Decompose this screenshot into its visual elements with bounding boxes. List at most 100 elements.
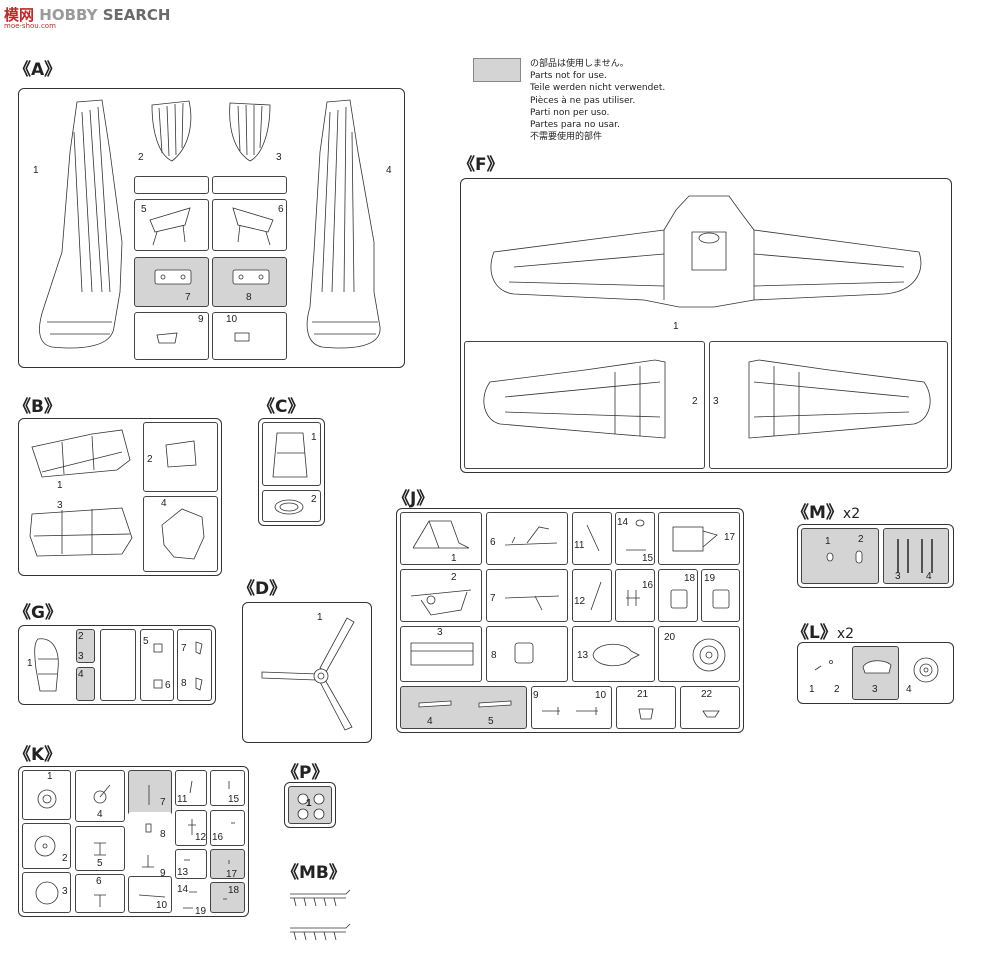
fuselage-right-drawing (306, 99, 381, 349)
part-p1 (288, 786, 332, 824)
part-k4-drawing (93, 784, 111, 804)
section-m-label: 《M》 (792, 503, 843, 523)
part-j2-number: 2 (451, 572, 457, 583)
part-m2-number: 2 (858, 534, 864, 545)
part-f3 (709, 341, 948, 469)
part-k1 (22, 770, 71, 820)
part-f3-number: 3 (713, 396, 719, 407)
part-a3 (212, 93, 287, 168)
part-j12-drawing (590, 581, 602, 611)
part-k13-drawing (184, 859, 190, 861)
part-k3-drawing (35, 881, 59, 905)
part-a8-number: 8 (246, 292, 252, 303)
part-k10-drawing (138, 894, 166, 898)
part-j17-drawing (672, 526, 718, 552)
part-j17 (658, 512, 740, 565)
part-c1 (262, 422, 321, 486)
section-l-title: 《L》x2 (792, 618, 854, 643)
section-p-title: 《P》 (282, 763, 329, 783)
elevator-left-drawing (151, 100, 192, 162)
part-j10-number: 10 (595, 690, 607, 701)
part-k18 (210, 882, 245, 913)
part-c2-number: 2 (311, 494, 317, 505)
part-g2-g3 (76, 629, 95, 663)
part-m1-number: 1 (825, 536, 831, 547)
part-k11 (175, 770, 207, 806)
watermark-search: SEARCH (102, 6, 171, 24)
section-m-title: 《M》x2 (792, 498, 860, 523)
part-j6-drawing (504, 526, 558, 546)
part-m3-m4 (883, 528, 949, 584)
watermark-logo: 模网 HOBBY SEARCH (4, 4, 171, 25)
part-k9 (128, 847, 172, 875)
part-k9-drawing (142, 855, 154, 868)
part-j8-drawing (514, 642, 534, 664)
part-k12-number: 12 (195, 832, 207, 843)
section-g-title: 《G》 (14, 603, 62, 623)
part-j13-number: 13 (577, 650, 589, 661)
section-j-title: 《J》 (393, 489, 434, 509)
part-k5-number: 5 (97, 858, 103, 869)
part-k5-drawing (94, 842, 106, 856)
part-j3 (400, 626, 482, 682)
part-a1 (22, 92, 129, 364)
part-j20-number: 20 (664, 632, 676, 643)
section-l-label: 《L》 (792, 623, 837, 643)
part-k9-number: 9 (160, 868, 166, 879)
part-g1-number: 1 (27, 658, 33, 669)
wheel-drawing (913, 657, 939, 683)
part-a9-number: 9 (198, 314, 204, 325)
part-j13 (572, 626, 655, 682)
legend-text: の部品は使用しません。 Parts not for use. Teile wer… (530, 58, 665, 143)
part-a5-number: 5 (141, 204, 147, 215)
part-a6 (212, 199, 287, 251)
part-g5-g6-drawing (153, 643, 163, 689)
part-j14-j15-drawing (626, 519, 646, 551)
part-k6-number: 6 (96, 876, 102, 887)
legend-swatch (473, 58, 521, 82)
part-j4-number: 4 (427, 716, 433, 727)
part-l1-l2-drawing (814, 660, 833, 671)
part-a10 (212, 312, 287, 360)
part-a5 (134, 199, 209, 251)
part-g2-number: 2 (78, 631, 84, 642)
part-k18-drawing (223, 898, 227, 900)
part-j19-drawing (712, 589, 730, 609)
part-a7 (134, 257, 209, 307)
part-a7-number: 7 (185, 292, 191, 303)
part-k15-drawing (228, 781, 230, 789)
part-j22 (680, 686, 740, 729)
part-b2-number: 2 (147, 454, 153, 465)
part-f2 (464, 341, 705, 469)
part-b4-drawing (161, 508, 205, 560)
part-k8-number: 8 (160, 829, 166, 840)
part-k6 (75, 874, 125, 913)
part-a4 (292, 92, 400, 364)
part-k6-drawing (94, 894, 106, 907)
part-m3-number: 3 (895, 571, 901, 582)
part-l3 (852, 646, 899, 700)
part-l1-number: 1 (809, 684, 815, 695)
part-l3-number: 3 (872, 684, 878, 695)
legend-line-es: Partes para no usar. (530, 120, 620, 131)
part-l4 (902, 646, 950, 700)
part-j18-drawing (670, 589, 688, 609)
part-k8 (128, 812, 172, 846)
part-a2-number: 2 (138, 152, 144, 163)
part-a9-drawing (156, 332, 178, 344)
section-a-title: 《A》 (14, 60, 62, 80)
part-g4-number: 4 (78, 669, 84, 680)
part-b4 (143, 496, 218, 572)
part-l1-l2 (801, 646, 848, 700)
part-a3-number: 3 (276, 152, 282, 163)
legend-line-ja: の部品は使用しません。 (530, 59, 629, 69)
part-g8-number: 8 (181, 678, 187, 689)
part-k10-number: 10 (156, 900, 168, 911)
part-j22-number: 22 (701, 689, 713, 700)
part-a1-number: 1 (33, 165, 39, 176)
part-g4 (76, 667, 95, 701)
part-k7-number: 7 (160, 797, 166, 808)
part-j11-number: 11 (574, 540, 585, 551)
part-a9 (134, 312, 209, 360)
part-p1-drawing (297, 793, 325, 820)
